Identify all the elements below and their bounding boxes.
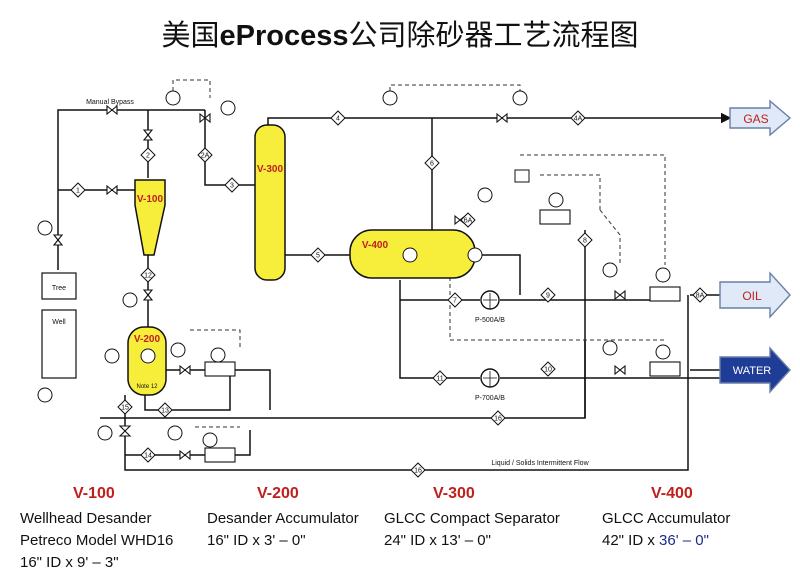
tree-box: [41, 272, 77, 300]
well-box: [41, 309, 77, 379]
stream-number: 7: [453, 298, 457, 305]
tree-label: Tree: [52, 285, 66, 292]
caption-v100-line2: Petreco Model WHD16: [20, 532, 174, 549]
manual-bypass-label: Manual Bypass: [86, 99, 134, 106]
stream-markers: [70, 110, 708, 478]
stream-number: 1: [76, 188, 80, 195]
stream-number: 15: [121, 405, 129, 412]
stream-number: 9: [546, 293, 550, 300]
caption-v300-line1: GLCC Compact Separator: [384, 510, 560, 527]
stream-number: 4: [336, 116, 340, 123]
caption-v200-tag: V-200: [257, 485, 299, 502]
stream-number: 5: [316, 253, 320, 260]
vessel-v100-label: V-100: [137, 194, 164, 205]
gas-outlet: GAS: [729, 99, 792, 137]
stream-number: 2: [146, 153, 150, 160]
vessel-v400-label: V-400: [362, 240, 389, 251]
caption-v300-line2: 24" ID x 13' – 0": [384, 532, 491, 549]
pump-p700-label: P-700A/B: [475, 395, 505, 402]
water-outlet: WATER: [719, 346, 791, 394]
caption-v400-tag: V-400: [651, 485, 693, 502]
stream-number: 2A: [201, 153, 210, 160]
process-lines: [57, 109, 732, 471]
pump-p500-label: P-500A/B: [475, 317, 505, 324]
stream-number: 11: [436, 376, 443, 383]
vessel-v200-label: V-200: [134, 334, 161, 345]
stream-number: 12: [144, 273, 152, 280]
stream-number: 3: [230, 183, 234, 190]
oil-label: OIL: [742, 289, 762, 303]
caption-v400-line1: GLCC Accumulator: [602, 510, 731, 527]
vessel-v300: [254, 124, 286, 281]
stream-number: 16: [494, 416, 502, 423]
liquid-solids-label: Liquid / Solids Intermittent Flow: [491, 460, 589, 467]
stream-number: 4A: [574, 116, 583, 123]
stream-number: 8: [583, 238, 587, 245]
gas-label: GAS: [743, 112, 768, 126]
stream-number: 14: [144, 453, 152, 460]
caption-v200-text: Desander Accumulator 16" ID x 3' – 0": [207, 508, 359, 552]
stream-number: 6: [430, 161, 434, 168]
stream-number: 13: [161, 408, 169, 415]
caption-v400-line2: 42" ID x 36' – 0": [602, 530, 730, 552]
caption-v400-dim-highlight: 36' – 0": [659, 532, 709, 549]
caption-v100-tag: V-100: [73, 485, 115, 502]
oil-outlet: OIL: [719, 271, 791, 319]
well-label: Well: [52, 319, 66, 326]
stream-number: 6A: [464, 218, 473, 225]
caption-v200-line1: Desander Accumulator: [207, 510, 359, 527]
vessel-v100: [134, 179, 166, 256]
caption-v100-line3: 16" ID x 9' – 3": [20, 554, 119, 571]
water-label: WATER: [733, 365, 772, 377]
caption-v400-dim-prefix: 42" ID x: [602, 532, 660, 549]
caption-v300-tag: V-300: [433, 485, 475, 502]
instrument-bubbles: [37, 90, 671, 448]
stream-number: 8A: [696, 293, 705, 300]
page-title: 美国eProcess公司除砂器工艺流程图: [161, 18, 639, 52]
stream-number: 16: [414, 468, 422, 475]
caption-v300-text: GLCC Compact Separator 24" ID x 13' – 0": [384, 508, 560, 552]
flow-meters: [204, 209, 681, 463]
caption-v100-line1: Wellhead Desander: [20, 510, 152, 527]
pump-p700: [480, 368, 500, 388]
stream-number: 10: [544, 367, 552, 374]
valves: [52, 104, 626, 461]
vessel-v300-label: V-300: [257, 164, 284, 175]
pump-p500: [480, 290, 500, 310]
caption-v400-text: GLCC Accumulator 42" ID x 36' – 0": [602, 508, 730, 552]
caption-v100-text: Wellhead Desander Petreco Model WHD16 16…: [20, 508, 173, 574]
note-12-label: Note 12: [136, 384, 158, 390]
caption-v200-line2: 16" ID x 3' – 0": [207, 532, 306, 549]
